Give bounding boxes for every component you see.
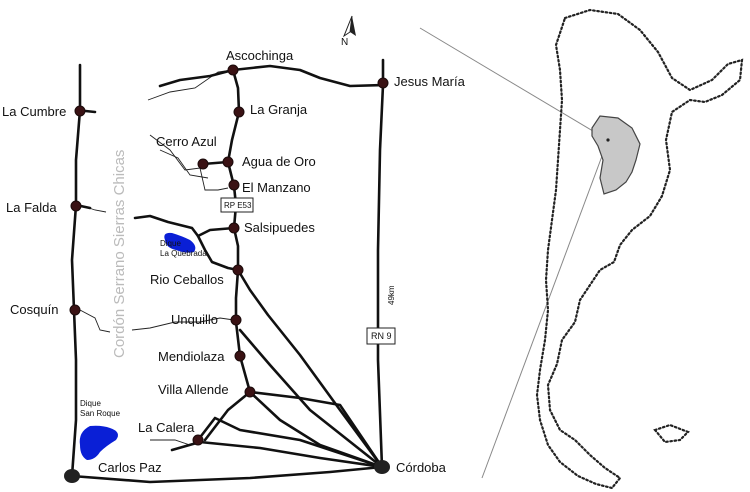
marker-la-cumbre <box>74 105 86 117</box>
label-unquillo: Unquillo <box>171 312 218 327</box>
label-dique-roque-line2: San Roque <box>80 409 121 418</box>
label-ascochinga: Ascochinga <box>226 48 294 63</box>
marker-agua-de-oro <box>222 156 234 168</box>
dique-la-quebrada-shape <box>164 232 196 253</box>
marker-la-calera <box>192 434 204 446</box>
label-dique-quebrada-line2: La Quebrada <box>160 249 207 258</box>
label-distance: 49km <box>387 285 396 305</box>
marker-la-falda <box>70 200 82 212</box>
marker-cosquin <box>69 304 81 316</box>
label-sierras-chicas: Cordón Serrano Sierras Chicas <box>111 150 128 358</box>
label-rn9: RN 9 <box>371 331 392 341</box>
label-la-cumbre: La Cumbre <box>2 104 66 119</box>
north-label: N <box>341 37 348 48</box>
north-arrow-icon: N <box>341 15 356 48</box>
marker-unquillo <box>230 314 242 326</box>
label-rp-e53: RP E53 <box>224 201 252 210</box>
label-jesus-maria: Jesus María <box>394 74 466 89</box>
cordoba-province-shape <box>591 115 641 195</box>
argentina-inset <box>419 8 744 490</box>
label-la-granja: La Granja <box>250 102 308 117</box>
marker-cerro-azul <box>197 158 209 170</box>
marker-salsipuedes <box>228 222 240 234</box>
label-carlos-paz: Carlos Paz <box>98 460 162 475</box>
label-cerro-azul: Cerro Azul <box>156 134 217 149</box>
marker-la-granja <box>233 106 245 118</box>
label-dique-roque-line1: Dique <box>80 399 101 408</box>
marker-jesus-maria <box>377 77 389 89</box>
label-dique-quebrada-line1: Dique <box>160 239 181 248</box>
rn9-shield <box>366 327 396 345</box>
rp-e53-shield <box>220 197 254 213</box>
streams <box>79 69 235 446</box>
roads <box>70 58 385 484</box>
marker-rio-ceballos <box>232 264 244 276</box>
marker-cordoba <box>374 460 390 474</box>
marker-villa-allende <box>244 386 256 398</box>
label-la-falda: La Falda <box>6 200 57 215</box>
marker-carlos-paz <box>64 469 80 483</box>
tierra-del-fuego-outline <box>653 423 690 444</box>
label-el-manzano: El Manzano <box>242 180 311 195</box>
marker-mendiolaza <box>234 350 246 362</box>
label-cosquin: Cosquín <box>10 302 58 317</box>
label-la-calera: La Calera <box>138 420 195 435</box>
town-markers <box>64 64 390 483</box>
label-rio-ceballos: Rio Ceballos <box>150 272 224 287</box>
dique-san-roque-shape <box>79 425 118 460</box>
label-cordoba: Córdoba <box>396 460 447 475</box>
label-agua-de-oro: Agua de Oro <box>242 154 316 169</box>
argentina-outline <box>535 8 744 490</box>
label-mendiolaza: Mendiolaza <box>158 349 225 364</box>
marker-ascochinga <box>227 64 239 76</box>
marker-el-manzano <box>228 179 240 191</box>
label-salsipuedes: Salsipuedes <box>244 220 315 235</box>
town-labels: Ascochinga Jesus María La Granja Cerro A… <box>2 48 466 475</box>
label-villa-allende: Villa Allende <box>158 382 229 397</box>
